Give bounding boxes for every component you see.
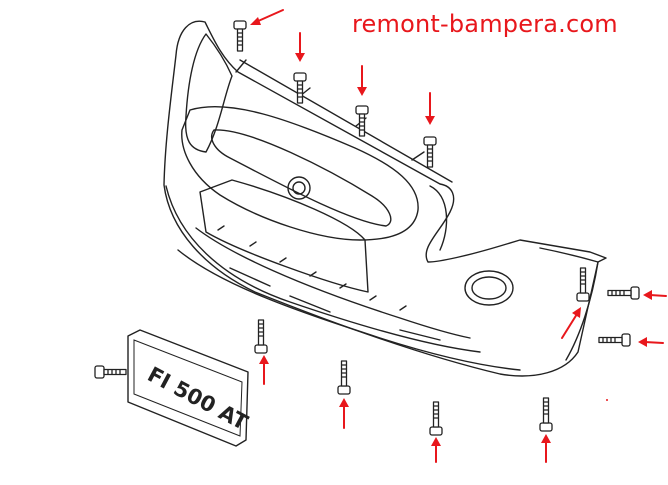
arrow-bottom-3 [431, 437, 441, 463]
side-screw-2 [598, 333, 631, 347]
website-label: remont-bampera.com [352, 10, 618, 38]
upper-grille-surround [181, 105, 419, 241]
arrow-top-2 [295, 32, 305, 62]
arrow-top-1 [250, 9, 284, 25]
arrow-side-2 [638, 337, 664, 347]
emblem [287, 176, 311, 200]
side-screw-1 [607, 286, 640, 300]
fasteners [94, 20, 640, 436]
upper-intake-slot [211, 129, 392, 227]
arrow-bottom-2 [339, 398, 349, 429]
arrow-top-4 [425, 92, 435, 125]
bumper-outer-contour [163, 20, 607, 377]
bottom-screw-1 [254, 319, 268, 354]
bottom-screw-4 [539, 397, 553, 432]
plate-screw [94, 365, 127, 379]
arrow-top-3 [357, 65, 367, 96]
front-bumper [163, 20, 607, 377]
lower-grille-opening [199, 179, 369, 293]
mounting-flange [239, 59, 453, 183]
top-screw-1 [233, 20, 247, 52]
lower-lip [165, 185, 481, 353]
arrow-bottom-1 [259, 355, 269, 385]
fog-light [464, 270, 514, 306]
arrow-bottom-4 [541, 434, 551, 463]
top-screw-3 [355, 105, 369, 137]
top-screw-4 [423, 136, 437, 168]
arrow-bottom-5 [561, 307, 581, 339]
top-screw-2 [293, 72, 307, 104]
bottom-screw-2 [337, 360, 351, 395]
arrow-side-1 [643, 290, 667, 300]
left-headlamp-recess [184, 33, 233, 153]
bottom-screw-3 [429, 401, 443, 436]
removal-arrows [250, 9, 667, 463]
bumper-right-side [539, 247, 599, 361]
bottom-screw-5 [576, 267, 590, 302]
license-plate: FI 500 AT [127, 329, 252, 447]
